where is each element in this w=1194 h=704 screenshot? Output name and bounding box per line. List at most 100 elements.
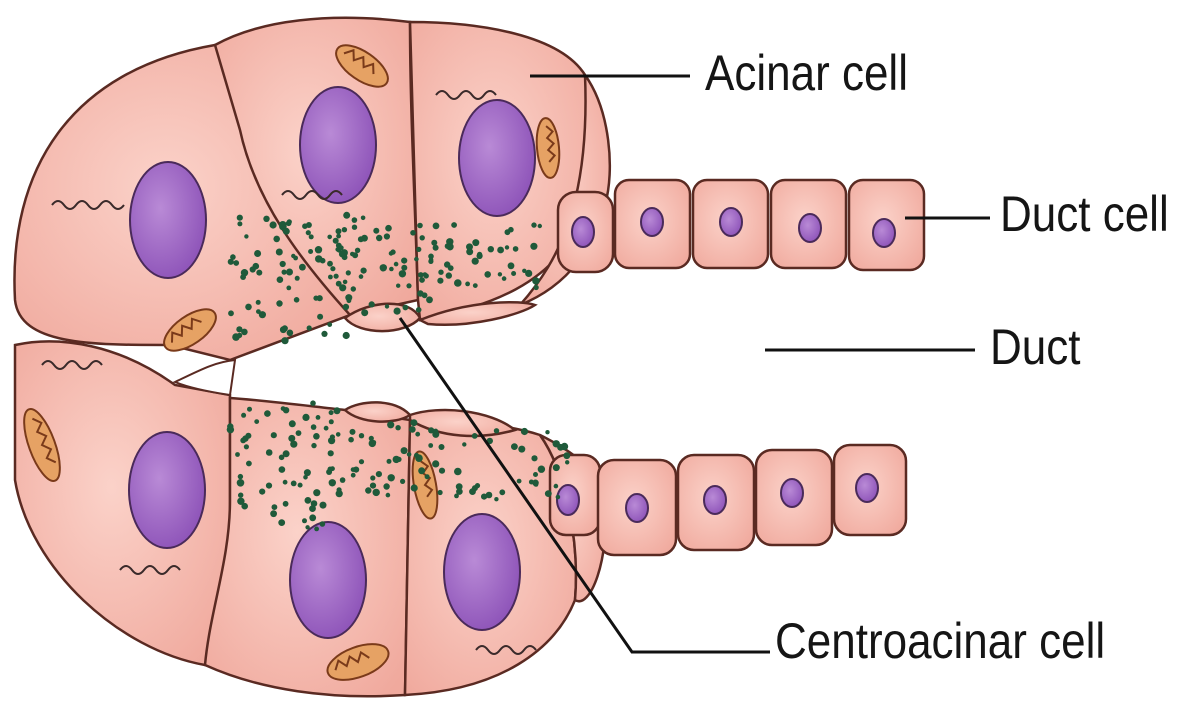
granule [281, 406, 286, 411]
granule [477, 253, 483, 259]
granule [330, 266, 335, 271]
granule [227, 426, 234, 433]
granule [280, 326, 287, 333]
granule [256, 270, 262, 276]
granule [347, 298, 352, 303]
granule [280, 261, 286, 267]
acinar-cell-label: Acinar cell [705, 44, 908, 102]
granule [508, 262, 515, 269]
granule [315, 246, 322, 253]
duct-nucleus [720, 208, 742, 236]
duct-nucleus [781, 479, 803, 507]
granule [237, 479, 245, 487]
granule [266, 449, 273, 456]
granule [538, 466, 545, 473]
granule [385, 304, 389, 308]
granule [387, 459, 392, 464]
granule [302, 518, 307, 523]
granule [432, 460, 439, 467]
granule [327, 261, 333, 267]
duct-nucleus [856, 474, 878, 502]
granule [518, 446, 525, 453]
granule [437, 278, 443, 284]
granule [369, 436, 374, 441]
granule [361, 309, 368, 316]
granule [272, 504, 278, 510]
granule [466, 248, 473, 255]
granule [340, 477, 346, 483]
granule [343, 332, 350, 339]
granule [431, 240, 437, 246]
granule [498, 272, 502, 276]
granule [291, 254, 295, 258]
granule [545, 490, 552, 497]
granule [328, 437, 335, 444]
granule [278, 519, 285, 526]
granule [336, 234, 341, 239]
granule [494, 428, 499, 433]
granule [426, 296, 433, 303]
granule [531, 455, 537, 461]
granule [454, 468, 462, 476]
granule [439, 444, 445, 450]
granule [306, 230, 311, 235]
granule [263, 216, 269, 222]
granule [401, 265, 407, 271]
granule [410, 419, 417, 426]
granule [511, 271, 516, 276]
granule [419, 277, 425, 283]
granule [266, 483, 272, 489]
duct-nucleus [641, 208, 663, 236]
granule [279, 221, 287, 229]
granule [399, 270, 406, 277]
granule [446, 272, 452, 278]
granule [334, 407, 341, 414]
granule [270, 510, 277, 517]
granule [472, 485, 478, 491]
granule [295, 276, 300, 281]
granule [270, 221, 277, 228]
granule [294, 297, 300, 303]
granule [389, 267, 394, 272]
granule [400, 479, 405, 484]
granule [238, 493, 243, 498]
granule [277, 276, 284, 283]
granule [387, 421, 394, 428]
duct-nucleus [799, 214, 821, 242]
granule [553, 440, 560, 447]
granule [254, 419, 259, 424]
granule [511, 443, 518, 450]
granule [359, 274, 364, 279]
granule [502, 276, 507, 281]
granule [235, 452, 240, 457]
granule [415, 432, 420, 437]
granule [530, 243, 537, 250]
granule [414, 257, 419, 262]
granule [287, 330, 294, 337]
granule [283, 450, 290, 457]
granule [316, 415, 321, 420]
granule [299, 264, 306, 271]
duct-label: Duct [990, 318, 1080, 376]
granule [472, 258, 479, 265]
granule [517, 479, 522, 484]
granule [244, 234, 248, 238]
granule [302, 414, 309, 421]
granule [343, 304, 349, 310]
granule [439, 468, 445, 474]
granule [313, 489, 320, 496]
granule [302, 223, 308, 229]
granule [563, 452, 570, 459]
granule [336, 228, 342, 234]
granule [423, 272, 428, 277]
acinar-nucleus [459, 100, 535, 216]
granule [264, 410, 271, 417]
granule [304, 469, 311, 476]
duct-nucleus [704, 486, 726, 514]
granule [309, 234, 314, 239]
granule [273, 236, 280, 243]
granule [283, 480, 288, 485]
granule [538, 224, 542, 228]
granule [291, 481, 297, 487]
granule [411, 484, 418, 491]
